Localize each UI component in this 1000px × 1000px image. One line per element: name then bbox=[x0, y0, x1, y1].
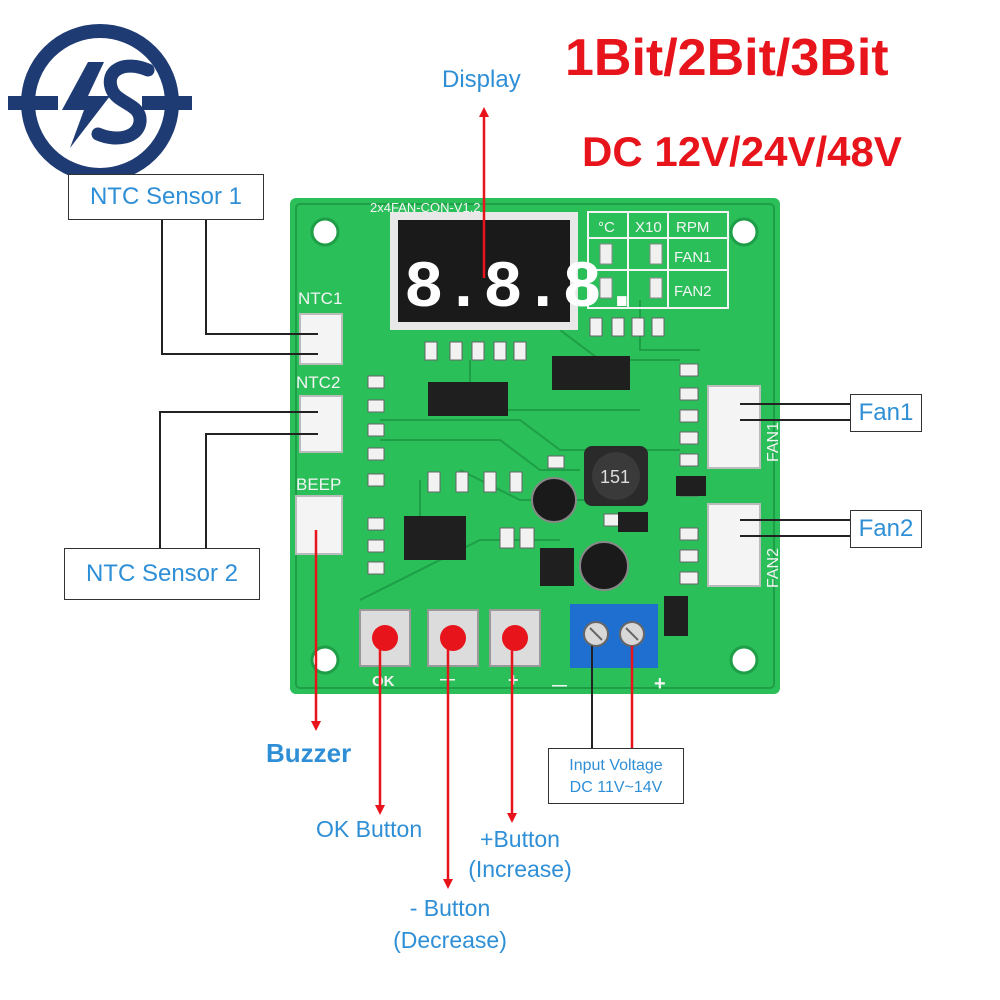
mount-hole bbox=[729, 645, 759, 675]
plus-button-label-line2: (Increase) bbox=[468, 856, 572, 882]
ntc1-connector bbox=[299, 313, 343, 365]
fuse bbox=[676, 476, 706, 496]
minus-button-label-line2: (Decrease) bbox=[393, 927, 507, 953]
input-voltage-label-line1: Input Voltage bbox=[569, 757, 663, 774]
fan1-connector bbox=[707, 385, 761, 469]
ok-button-label: OK Button bbox=[316, 816, 423, 842]
board-ntc2-label: NTC2 bbox=[296, 373, 340, 392]
beep-connector bbox=[295, 495, 343, 555]
ntc1-leader bbox=[161, 220, 318, 355]
board-fan2-vertical: FAN2 bbox=[765, 548, 782, 588]
plus-button-label: +Button (Increase) bbox=[464, 824, 576, 884]
ntc2-leader bbox=[205, 433, 318, 548]
board-beep-label: BEEP bbox=[296, 475, 341, 494]
minus-button-label-line1: - Button bbox=[409, 895, 491, 921]
board-ntc1-label: NTC1 bbox=[298, 289, 342, 308]
ntc-sensor-2-label: NTC Sensor 2 bbox=[64, 548, 260, 600]
headline-bits: 1Bit/2Bit/3Bit bbox=[565, 29, 889, 87]
ntc-sensor-1-label: NTC Sensor 1 bbox=[68, 174, 264, 220]
capacitor bbox=[531, 477, 577, 523]
mount-hole bbox=[729, 217, 759, 247]
board-ok-label: OK bbox=[372, 673, 395, 690]
diode bbox=[664, 596, 688, 636]
buzzer-label: Buzzer bbox=[266, 738, 352, 768]
ic-shift-register-1 bbox=[428, 382, 508, 416]
ic-regulator bbox=[540, 548, 574, 586]
input-voltage-label: Input Voltage DC 11V~14V bbox=[548, 748, 684, 804]
fan1-label: Fan1 bbox=[850, 394, 922, 432]
mount-hole bbox=[310, 645, 340, 675]
input-voltage-label-line2: DC 11V~14V bbox=[569, 779, 663, 796]
terminal-plus-label: + bbox=[654, 673, 666, 695]
diode bbox=[618, 512, 648, 532]
unit-rpm: RPM bbox=[676, 219, 709, 236]
capacitor bbox=[579, 541, 629, 591]
display-digits: 8.8.8. bbox=[404, 251, 642, 326]
board-title: 2x4FAN-CON-V1.2 bbox=[370, 200, 481, 215]
ntc2-leader bbox=[159, 411, 318, 548]
board-fan2-label: FAN2 bbox=[674, 283, 712, 300]
ic-microcontroller bbox=[404, 516, 466, 560]
inductor-code: 151 bbox=[600, 467, 630, 487]
terminal-minus-label: — bbox=[552, 677, 567, 694]
ic-shift-register-2 bbox=[552, 356, 630, 390]
minus-button-label: - Button (Decrease) bbox=[380, 892, 520, 956]
fan2-connector bbox=[707, 503, 761, 587]
mount-hole bbox=[310, 217, 340, 247]
ntc2-connector bbox=[299, 395, 343, 453]
board-plus-label: + bbox=[508, 670, 519, 690]
ntc1-leader bbox=[205, 220, 318, 335]
plus-button-label-line1: +Button bbox=[480, 826, 560, 852]
display-label: Display bbox=[442, 66, 521, 93]
board-fan1-vertical: FAN1 bbox=[765, 422, 782, 462]
headline-voltage: DC 12V/24V/48V bbox=[582, 128, 902, 175]
fan2-label: Fan2 bbox=[850, 510, 922, 548]
board-fan1-label: FAN1 bbox=[674, 249, 712, 266]
unit-celsius: °C bbox=[598, 219, 615, 236]
unit-x10: X10 bbox=[635, 219, 662, 236]
